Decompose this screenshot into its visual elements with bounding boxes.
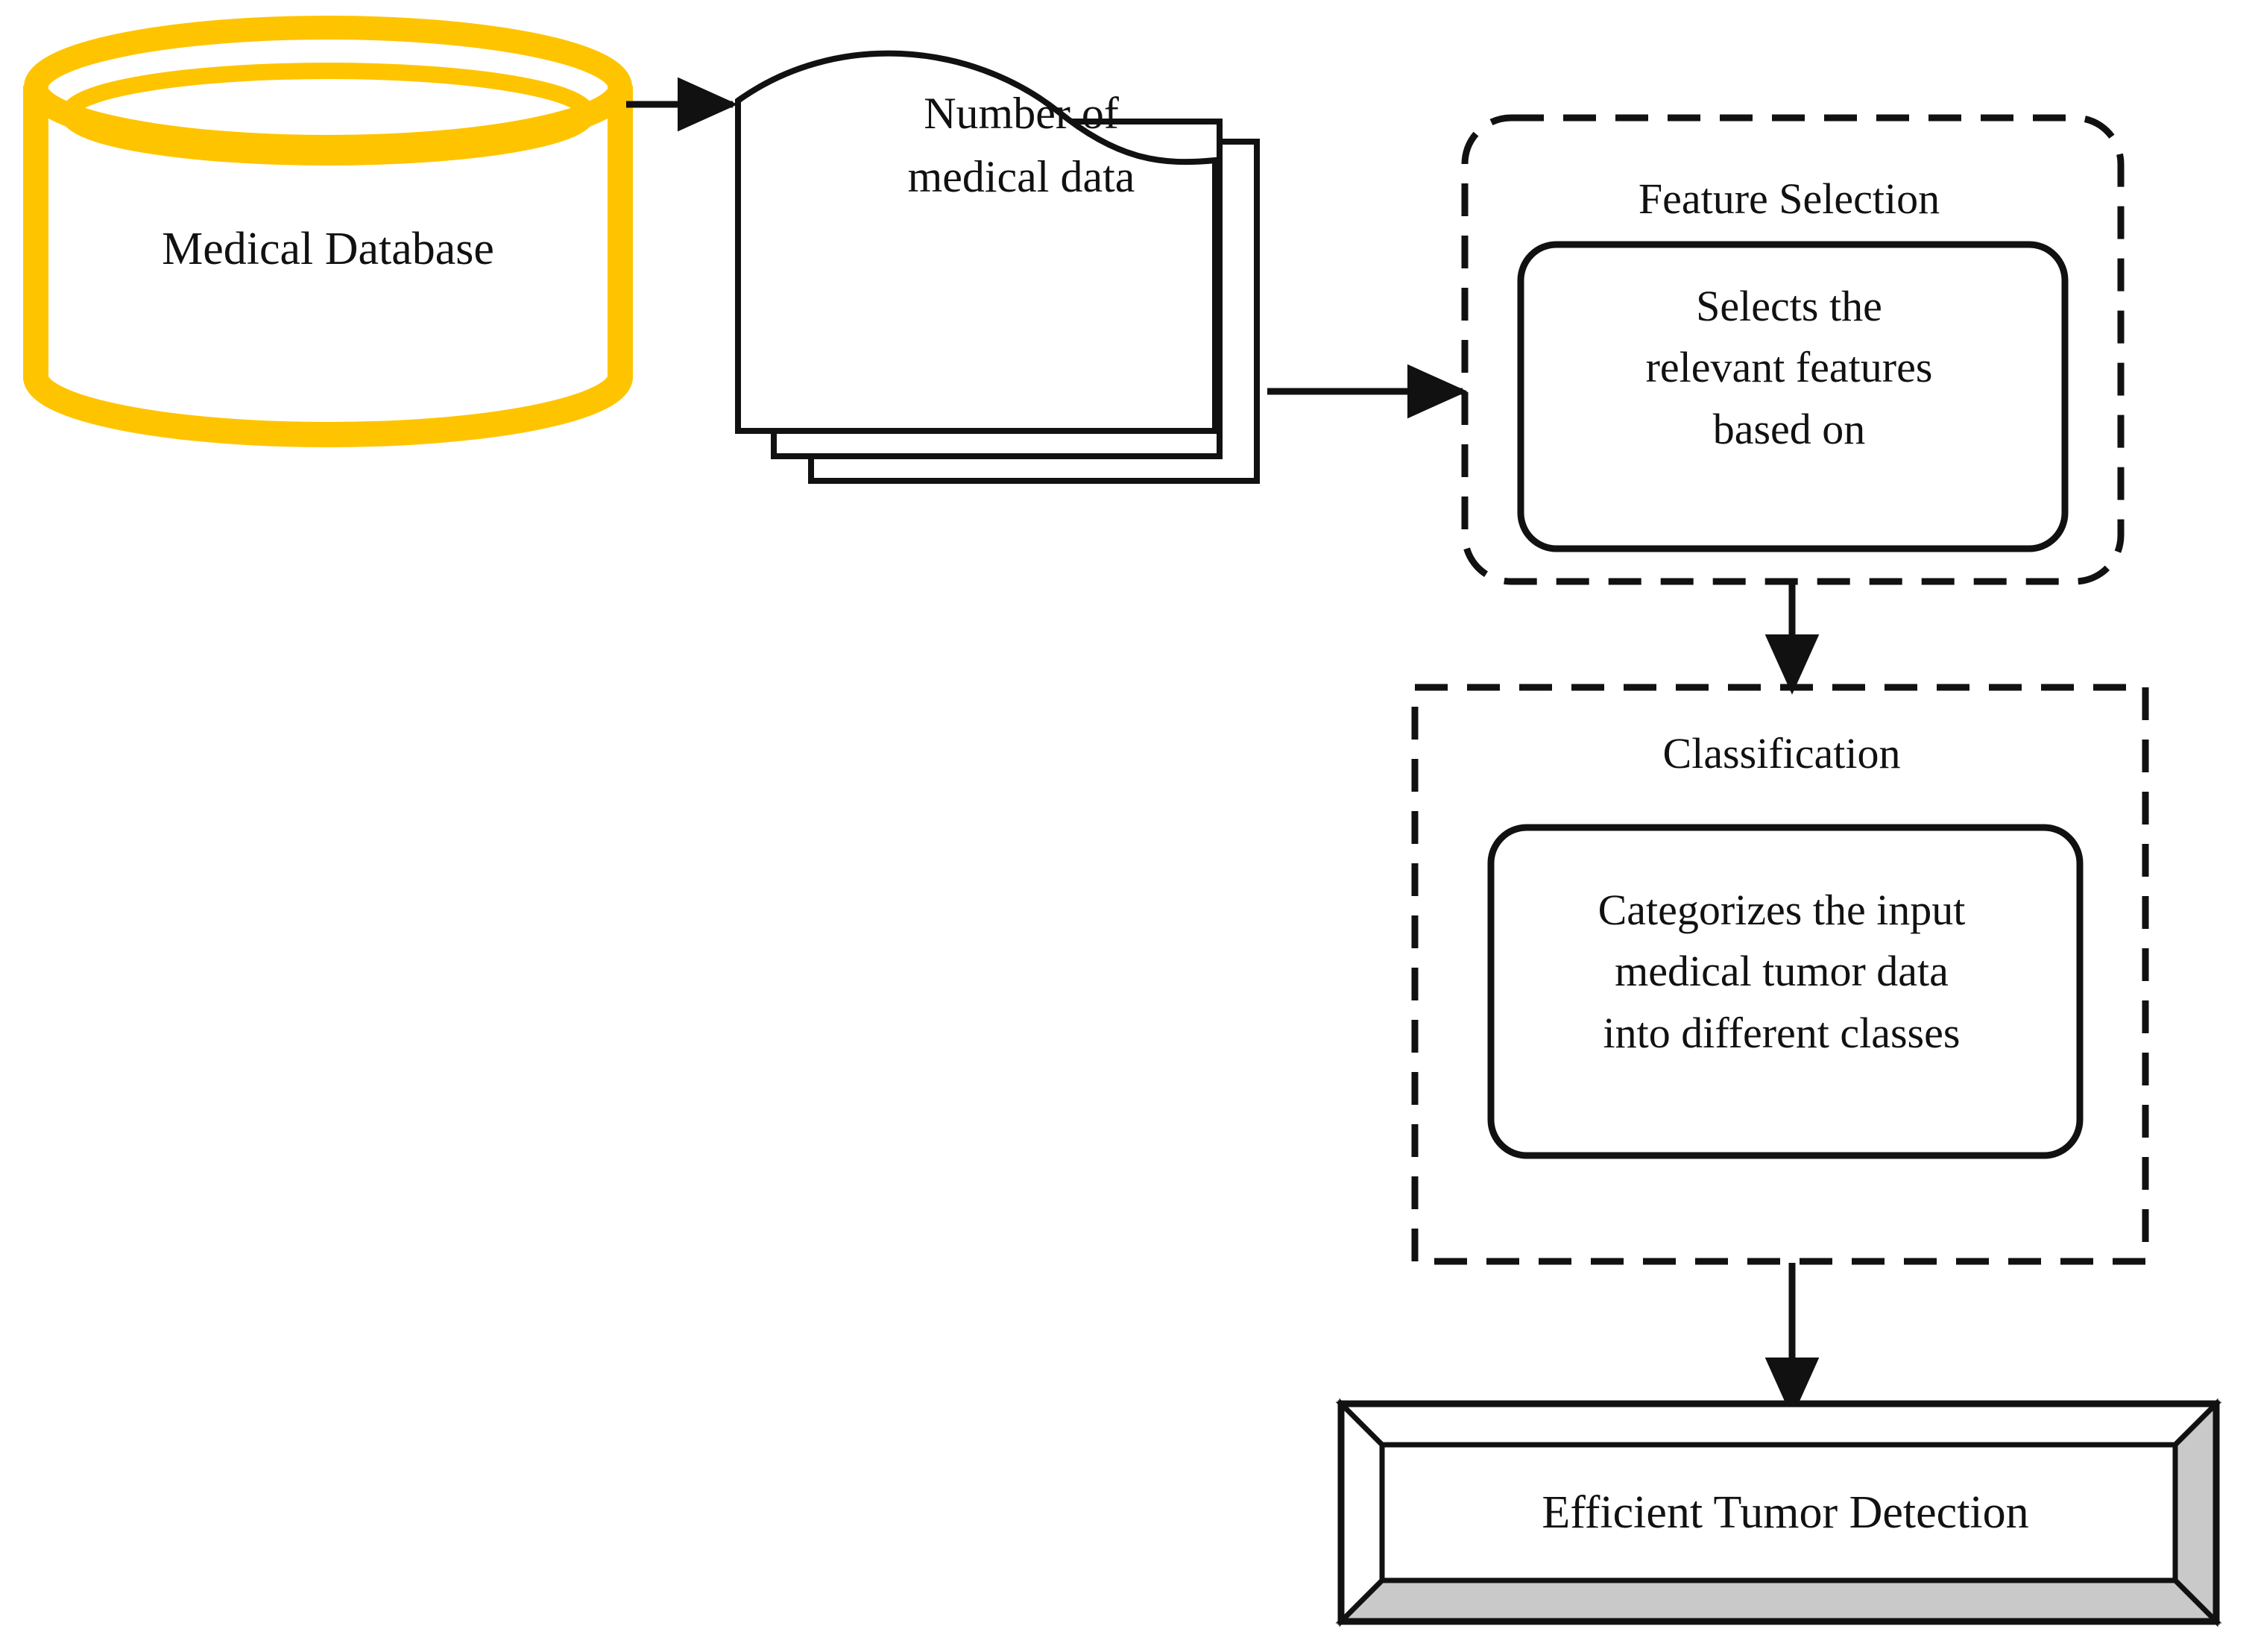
node-feature-selection[interactable] [1461, 114, 2125, 585]
feature-selection-dashed-container [1461, 114, 2125, 585]
feature-selection-inner-box [1517, 241, 2069, 552]
output-bevel-bottom [1335, 1577, 2222, 1624]
node-document-stack[interactable] [735, 50, 1260, 484]
cylinder-bottom-arc [23, 364, 633, 447]
output-inner-face [1379, 1442, 2178, 1583]
document-sheet-front [735, 50, 1218, 434]
classification-dashed-container [1411, 684, 2149, 1265]
node-classification[interactable] [1411, 684, 2149, 1265]
cylinder-top-outer-ellipse [24, 16, 632, 159]
node-medical-database[interactable] [23, 4, 633, 447]
node-output-beveled-box[interactable] [1335, 1398, 2222, 1627]
classification-inner-box [1487, 824, 2084, 1159]
output-bevel-top [1335, 1402, 2222, 1448]
cylinder-top-inner-ellipse [60, 63, 596, 165]
